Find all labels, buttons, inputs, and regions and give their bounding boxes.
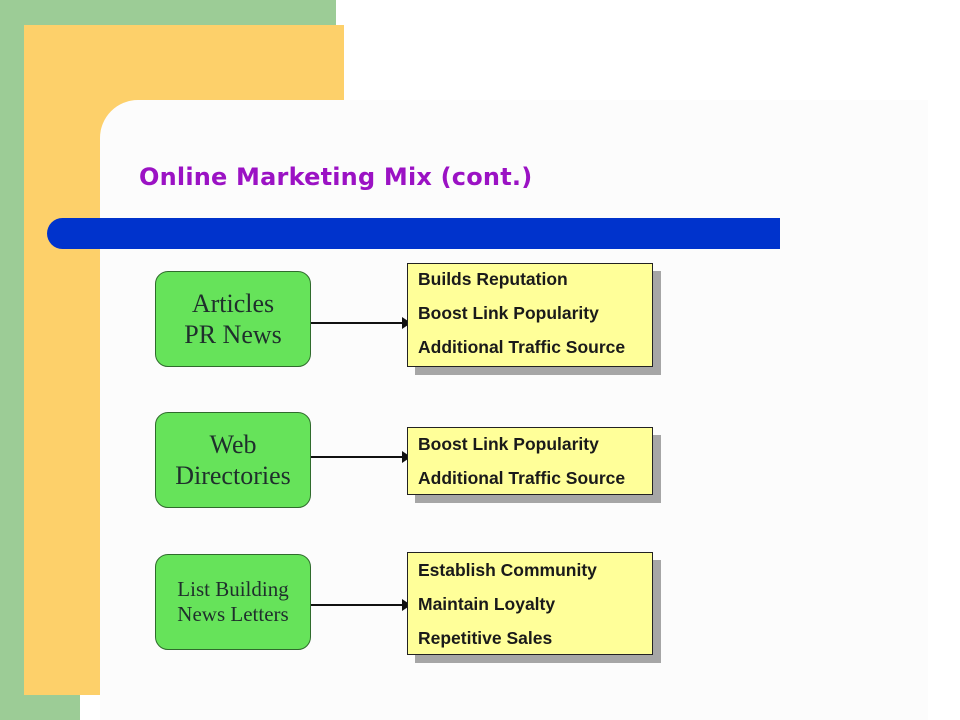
arrow-connector <box>311 599 411 611</box>
benefit-item: Maintain Loyalty <box>418 594 556 614</box>
source-label-line: News Letters <box>177 602 289 626</box>
title-underline-bar <box>47 218 780 249</box>
benefit-box-articles: Builds Reputation Boost Link Popularity … <box>407 263 653 367</box>
arrow-connector <box>311 451 411 463</box>
benefit-box-web-directories: Boost Link Popularity Additional Traffic… <box>407 427 653 495</box>
source-label-line: Directories <box>175 461 291 490</box>
source-box-web-directories: Web Directories <box>155 412 311 508</box>
slide-title: Online Marketing Mix (cont.) <box>139 163 533 191</box>
benefit-item: Establish Community <box>418 560 597 580</box>
benefit-item: Boost Link Popularity <box>418 434 599 454</box>
benefit-item: Repetitive Sales <box>418 628 553 648</box>
benefit-item: Boost Link Popularity <box>418 303 599 323</box>
source-box-articles-pr-news: Articles PR News <box>155 271 311 367</box>
benefit-item: Additional Traffic Source <box>418 337 626 357</box>
arrow-connector <box>311 317 411 329</box>
source-label-line: List Building <box>177 576 289 601</box>
benefit-item: Additional Traffic Source <box>418 468 626 488</box>
source-label-line: Web <box>209 429 257 459</box>
top-green-strip <box>80 0 336 25</box>
source-label-line: PR News <box>184 320 282 349</box>
benefit-box-list-building: Establish Community Maintain Loyalty Rep… <box>407 552 653 655</box>
benefit-item: Builds Reputation <box>418 269 568 289</box>
source-label-line: Articles <box>191 288 275 318</box>
source-box-list-building: List Building News Letters <box>155 554 311 650</box>
